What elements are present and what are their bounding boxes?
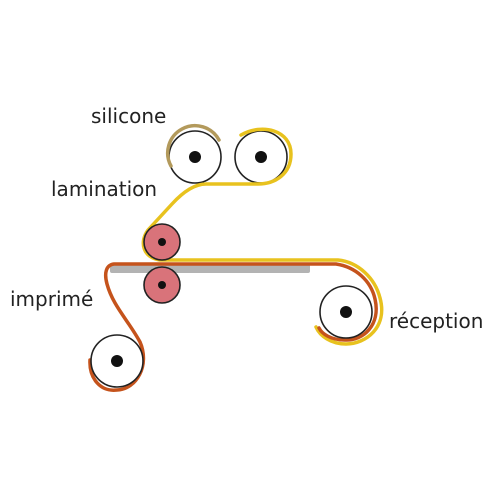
reception-roll-core-icon bbox=[340, 306, 352, 318]
upper-nip-roller-core-icon bbox=[158, 238, 166, 246]
lamination-roll-core-icon bbox=[255, 151, 267, 163]
label-silicone: silicone bbox=[91, 104, 166, 128]
label-imprime: imprimé bbox=[10, 287, 93, 311]
label-reception: réception bbox=[389, 309, 483, 333]
silicone-roll-core-icon bbox=[189, 151, 201, 163]
label-lamination: lamination bbox=[51, 177, 157, 201]
printed-roll-core-icon bbox=[111, 355, 123, 367]
lower-nip-roller-core-icon bbox=[158, 281, 166, 289]
lamination-film-path bbox=[141, 127, 384, 346]
printed-web-path bbox=[88, 262, 378, 392]
silicone-liner-wrap bbox=[165, 123, 221, 168]
